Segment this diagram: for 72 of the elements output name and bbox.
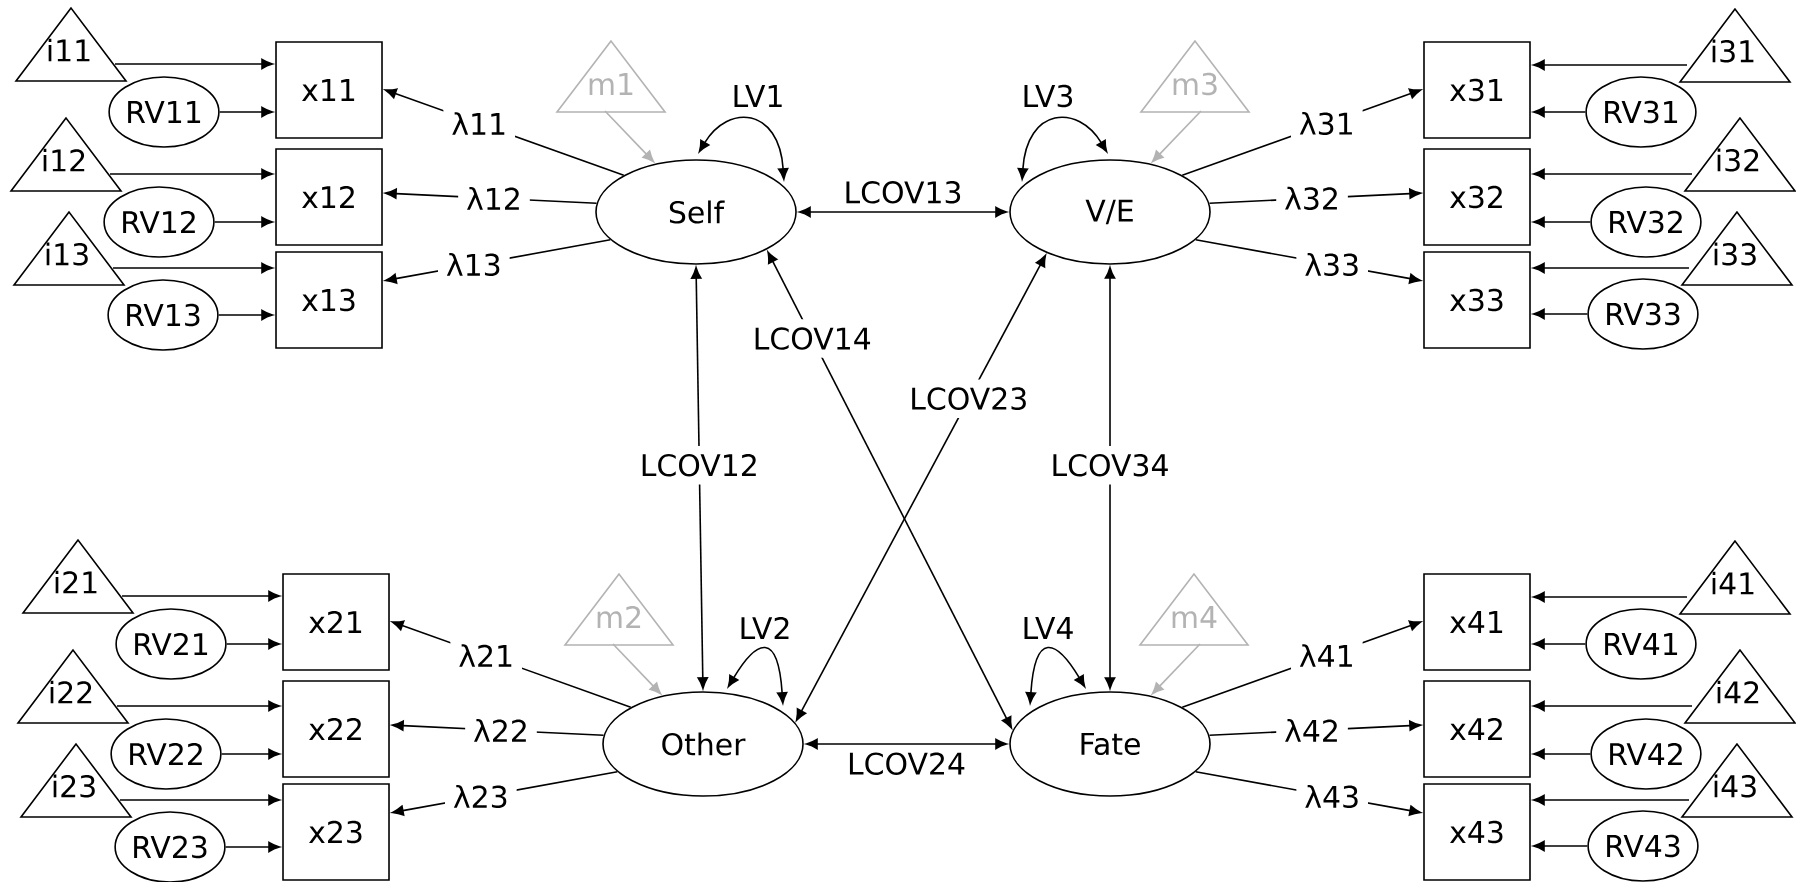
arrow [1151,110,1202,163]
arrow [225,638,281,650]
variable-box: x22 [282,680,390,778]
arrow [116,700,281,712]
variable-box: x41 [1423,573,1531,671]
variable-box: x31 [1423,41,1531,139]
edge-label: λ13 [438,245,510,285]
arrow [213,216,274,228]
variable-box: x32 [1423,148,1531,246]
edge-label: λ11 [443,104,515,143]
loop-arrow [1025,646,1086,704]
edge-label: λ31 [1291,103,1363,143]
arrow [795,254,1047,721]
edge-label: LCOV12 [631,445,767,485]
loop-arrow [727,646,788,704]
arrow [690,266,709,690]
arrow [217,309,274,321]
arrow [1532,168,1693,180]
arrow [220,748,281,760]
variable-box: x43 [1423,783,1531,881]
edge-label: LCOV13 [846,181,961,204]
arrow [1532,216,1592,228]
edge-label: λ32 [1276,178,1348,218]
edge-label: λ23 [445,777,517,817]
edge-label: λ41 [1291,636,1363,675]
edge-label: LCOV14 [744,319,880,358]
loop-arrow [1017,116,1108,180]
arrow [1532,59,1688,71]
arrow [121,590,281,602]
arrow [1104,266,1116,690]
arrow [1532,591,1688,603]
arrow [1532,262,1690,274]
loop-arrow [698,116,789,180]
edge-label: λ22 [465,711,537,750]
arrow [1532,700,1693,712]
edge-label: LCOV23 [901,379,1037,418]
edge-label: LV3 [1024,84,1073,108]
variable-box: x11 [275,41,383,139]
edge-label: λ42 [1276,711,1348,750]
arrow [218,106,274,118]
arrow [1532,748,1592,760]
arrow [109,168,274,180]
variable-box: x33 [1423,251,1531,349]
arrow [114,58,274,70]
edge-label: LV2 [741,616,789,640]
arrow [112,262,274,274]
arrow [604,110,655,163]
arrow [1532,840,1589,852]
arrow [224,841,281,853]
edge-label: LCOV34 [1042,445,1178,485]
arrow [1532,794,1690,806]
edge-label: LV1 [734,85,782,107]
arrow [805,738,1008,750]
edge-label: λ33 [1296,245,1368,285]
edge-label: λ12 [458,179,530,218]
arrow [1151,643,1201,695]
arrow [612,643,662,695]
variable-box: x12 [275,148,383,246]
arrow [798,206,1008,218]
arrow [119,794,281,806]
arrow [1532,106,1587,118]
edge-label: LV4 [1024,617,1073,639]
arrow [767,251,1013,729]
arrow [1532,638,1587,650]
edge-label: λ21 [450,636,522,675]
edge-label: LCOV24 [849,752,965,775]
variable-box: x23 [282,783,390,881]
arrow [1532,308,1589,320]
variable-box: x21 [282,573,390,671]
edge-label: λ43 [1296,777,1368,817]
variable-box: x13 [275,251,383,349]
variable-box: x42 [1423,680,1531,778]
